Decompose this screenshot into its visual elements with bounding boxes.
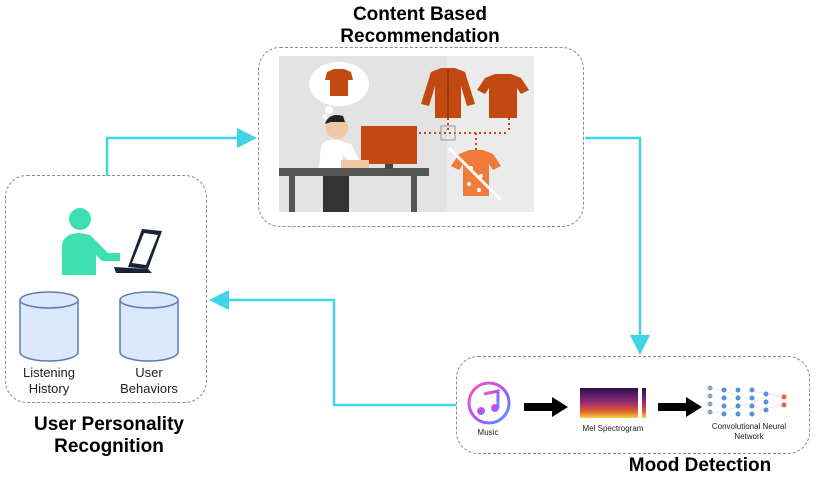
user-title-line2: Recognition [54, 436, 164, 457]
shirt-icon-long-sleeve [421, 68, 475, 118]
person-at-desk-icon [319, 115, 369, 212]
user-title-line1: User Personality [34, 414, 184, 435]
shirt-icon-polka [447, 146, 503, 202]
spectrogram-label: Mel Spectrogram [582, 424, 644, 433]
shirt-icon-tshirt [477, 74, 529, 118]
arrow-content-to-mood [585, 136, 650, 355]
database-icon-user-behaviors [119, 291, 179, 362]
music-label: Music [477, 428, 499, 437]
recommendation-illustration [279, 56, 534, 212]
database-icon-listening-history [19, 291, 79, 362]
monitor-icon [361, 126, 417, 169]
arrow-mood-to-user [209, 290, 456, 407]
content-title-line2: Recommendation [340, 26, 500, 47]
mood-title: Mood Detection [628, 455, 772, 476]
neural-network-icon [707, 385, 787, 417]
mel-spectrogram-icon [580, 388, 646, 418]
content-title-line1: Content Based [352, 4, 488, 25]
user-laptop-icon [62, 208, 162, 275]
user-personality-panel [5, 175, 207, 403]
arrow-user-to-content [105, 128, 257, 176]
pipeline-arrow-1 [524, 397, 568, 417]
cnn-label-line2: Network [734, 432, 764, 441]
db2-label-line1: User [135, 365, 163, 380]
db1-label-line2: History [28, 381, 70, 396]
music-icon [467, 381, 511, 425]
cnn-label-line1: Convolutional Neural [711, 422, 787, 431]
db2-label-line2: Behaviors [120, 381, 178, 396]
db1-label-line1: Listening [22, 365, 76, 380]
thought-bubble-icon [309, 62, 369, 120]
pipeline-arrow-2 [658, 397, 702, 417]
